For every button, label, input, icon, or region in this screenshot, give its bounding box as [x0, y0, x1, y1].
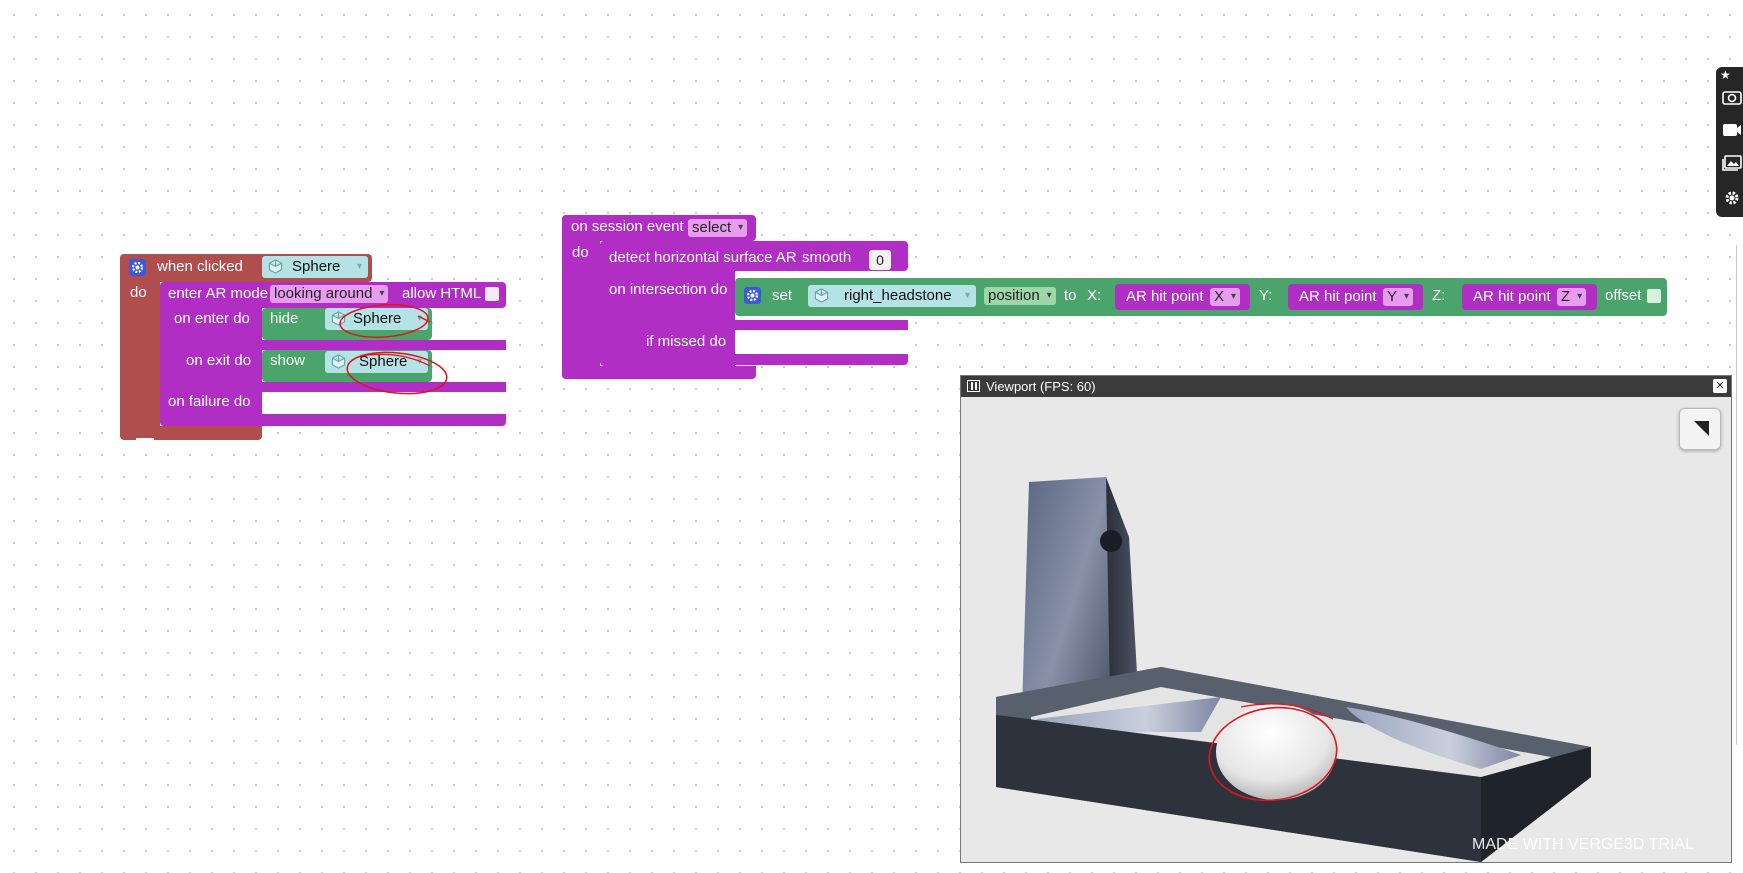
scrollbar[interactable] [1736, 245, 1743, 745]
viewport-title: Viewport (FPS: 60) [986, 379, 1096, 394]
offset-checkbox[interactable] [1647, 289, 1661, 303]
object-name: Sphere [292, 258, 341, 275]
viewport-window[interactable]: Viewport (FPS: 60) ✕ [960, 375, 1732, 863]
image-icon[interactable] [1722, 155, 1742, 171]
session-event-label: on session event [571, 218, 684, 235]
chevron-down-icon: ▾ [416, 313, 422, 324]
chevron-down-icon: ▾ [356, 261, 362, 272]
offset-label: offset [1605, 287, 1642, 304]
ar-hit-label: AR hit point [1473, 288, 1551, 305]
set-object-field[interactable]: right_headstone ▾ [808, 285, 976, 307]
cube-icon [814, 288, 829, 303]
smooth-label: smooth [802, 249, 852, 266]
when-clicked-label: when clicked [157, 258, 243, 275]
x-label: X: [1087, 287, 1102, 304]
session-event-side [562, 215, 600, 379]
gear-icon[interactable] [1722, 188, 1742, 208]
session-event-footer [562, 366, 756, 379]
cube-icon [331, 354, 346, 369]
viewport-titlebar[interactable]: Viewport (FPS: 60) ✕ [961, 376, 1731, 397]
property-dropdown[interactable]: position [984, 287, 1056, 305]
detect-label: detect horizontal surface AR [609, 249, 797, 266]
object-name: Sphere [353, 310, 402, 327]
object-name: right_headstone [844, 287, 952, 304]
object-field-sphere[interactable]: Sphere ▾ [262, 256, 368, 278]
hit-y-dropdown[interactable]: Y [1383, 288, 1414, 306]
hit-x-dropdown[interactable]: X [1210, 288, 1241, 306]
watermark: MADE WITH VERGE3D TRIAL [1472, 836, 1694, 853]
allow-html-checkbox[interactable] [485, 287, 499, 301]
object-name: Sphere [359, 353, 408, 370]
show-label: show [270, 352, 306, 369]
when-clicked-footer [120, 426, 262, 440]
if-missed-slot[interactable] [735, 330, 908, 354]
to-label: to [1064, 287, 1077, 304]
session-event-dropdown[interactable]: select [688, 219, 748, 237]
right-toolbar: ★ [1716, 67, 1743, 217]
fullscreen-icon [1694, 421, 1709, 436]
enter-ar-bar-2 [160, 382, 506, 392]
detect-bar-1 [600, 320, 908, 330]
close-icon[interactable]: ✕ [1713, 379, 1727, 393]
ar-hit-label: AR hit point [1126, 288, 1204, 305]
do-label: do [572, 244, 589, 261]
3d-scene [996, 477, 1591, 862]
do-label: do [130, 284, 147, 301]
gear-icon[interactable] [744, 287, 761, 304]
on-exit-label: on exit do [186, 352, 252, 369]
ar-hit-label: AR hit point [1299, 288, 1377, 305]
notch [136, 438, 154, 442]
y-label: Y: [1259, 287, 1273, 304]
panel-icon [967, 380, 980, 392]
set-label: set [772, 287, 793, 304]
when-clicked-side [120, 254, 160, 438]
detect-side [600, 241, 735, 366]
cube-icon [331, 311, 346, 326]
allow-html-label: allow HTML [402, 285, 482, 302]
enter-ar-side [160, 282, 262, 426]
on-intersection-label: on intersection do [609, 281, 728, 298]
smooth-number-input[interactable]: 0 [869, 250, 891, 270]
hit-z-dropdown[interactable]: Z [1557, 288, 1587, 306]
video-icon[interactable] [1722, 122, 1742, 138]
star-icon[interactable]: ★ [1720, 68, 1731, 82]
cube-icon [268, 259, 283, 274]
enter-ar-bar-1 [160, 340, 506, 350]
fullscreen-button[interactable] [1679, 408, 1721, 450]
enter-ar-footer [160, 414, 506, 426]
z-label: Z: [1432, 287, 1446, 304]
if-missed-label: if missed do [646, 333, 727, 350]
hide-label: hide [270, 310, 299, 327]
detect-footer [600, 354, 908, 365]
on-failure-label: on failure do [168, 393, 251, 410]
on-failure-slot[interactable] [262, 392, 506, 414]
enter-ar-label: enter AR mode [168, 285, 269, 302]
chevron-down-icon: ▾ [964, 290, 970, 301]
ar-mode-dropdown[interactable]: looking around [270, 285, 389, 303]
gear-icon[interactable] [129, 259, 146, 276]
on-enter-label: on enter do [174, 310, 250, 327]
hide-object-field[interactable]: Sphere ▾ [325, 308, 428, 330]
camera-icon[interactable] [1722, 89, 1742, 105]
